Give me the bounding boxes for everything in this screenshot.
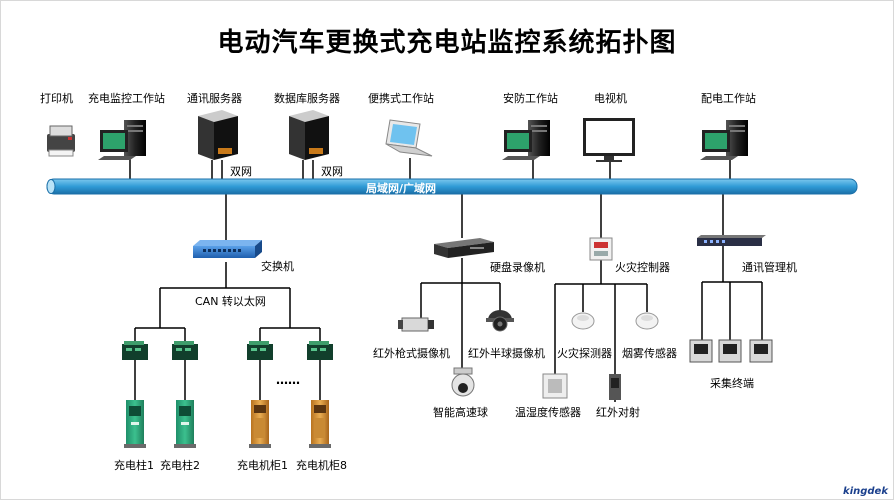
label-dual-net-2: 双网 [321,165,343,178]
label-portable-workstation: 便携式工作站 [368,92,434,105]
label-dome-camera: 红外半球摄像机 [468,347,545,360]
label-printer: 打印机 [40,92,73,105]
label-comm-manager: 通讯管理机 [742,261,797,274]
smoke-sensor-icon [635,312,659,330]
workstation-icon-power [700,120,748,160]
label-dual-net-1: 双网 [230,165,252,178]
workstation-icon-charge [98,120,146,160]
collection-terminal-icons [689,339,773,363]
dvr-icon [434,238,494,258]
label-switch: 交换机 [261,260,294,273]
label-comm-server: 通讯服务器 [187,92,242,105]
network-bus [46,178,858,195]
label-cabinet-8: 充电机柜8 [296,459,347,472]
laptop-icon [385,119,433,157]
switch-icon [193,240,262,258]
label-tv: 电视机 [594,92,627,105]
speed-dome-icon [451,367,475,397]
can-converter-icons [122,341,333,360]
label-security-workstation: 安防工作站 [503,92,558,105]
label-pile-1: 充电柱1 [114,459,154,472]
label-ir-beam: 红外对射 [596,406,640,419]
fire-controller-icon [589,237,613,261]
gun-camera-icon [398,317,434,332]
server-icon-db [289,110,329,160]
fire-detector-icon [571,312,595,330]
workstation-icon-security [502,120,550,160]
brand-watermark: kingdek [843,486,888,497]
diagram-title: 电动汽车更换式充电站监控系统拓扑图 [217,28,677,58]
temp-humidity-sensor-icon [542,373,568,399]
label-gun-camera: 红外枪式摄像机 [373,347,450,360]
printer-icon [47,125,75,157]
label-power-dist-workstation: 配电工作站 [701,92,756,105]
label-fire-controller: 火灾控制器 [615,261,670,274]
label-pile-2: 充电柱2 [160,459,200,472]
label-ellipsis: …… [276,373,300,387]
label-temp-humidity-sensor: 温湿度传感器 [515,406,581,419]
bus-label: 局域网/广域网 [366,182,437,195]
charger-cabinet-icons [249,400,331,448]
label-charge-monitor-workstation: 充电监控工作站 [88,92,165,105]
label-collection-terminal: 采集终端 [710,377,754,390]
dome-camera-icon [486,310,514,332]
comm-manager-icon [697,235,766,246]
tv-icon [583,118,635,162]
server-icon-comm [198,110,238,160]
label-fire-detector: 火灾探测器 [557,347,612,360]
label-smoke-sensor: 烟雾传感器 [622,347,677,360]
ir-beam-icon [609,374,621,400]
label-dvr: 硬盘录像机 [490,261,545,274]
charging-pile-icons [124,400,196,448]
label-speed-dome: 智能高速球 [433,406,488,419]
label-can-ethernet: CAN 转以太网 [195,295,266,308]
label-db-server: 数据库服务器 [274,92,340,105]
label-cabinet-1: 充电机柜1 [237,459,288,472]
